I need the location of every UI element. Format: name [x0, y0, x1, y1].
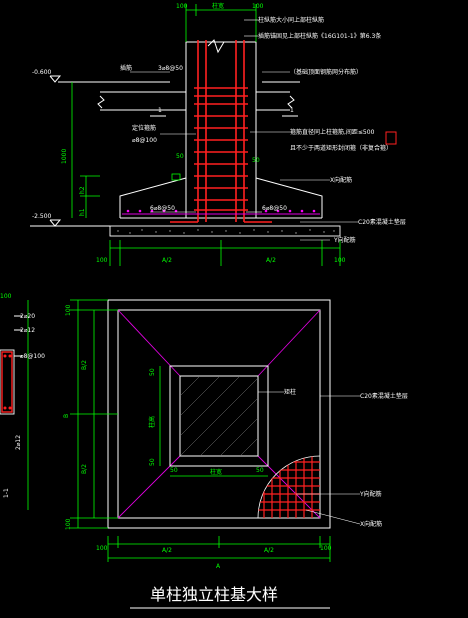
note-6phi8-right: 6⌀8@50	[262, 205, 287, 212]
note-c20-blinding: C20素混凝土垫层	[358, 218, 406, 226]
stirrups	[194, 87, 248, 211]
plan-slope-lines	[117, 309, 321, 519]
note-stirrup-spacing: 箍筋直径同上柱箍筋,间距≤500	[290, 128, 375, 136]
plan-label-x: X向配筋	[360, 520, 382, 528]
dim-sec-a2-left: A/2	[162, 257, 172, 264]
plan-dim-b2-bottom: B/2	[81, 464, 88, 474]
note-distribution-bars: （基础顶面钢筋网分布筋）	[290, 68, 362, 76]
plan-col-dim-50-bottom: 50	[149, 458, 156, 466]
dim-top-100: 100	[176, 3, 188, 10]
beam-label-2phi12: 2⌀12	[20, 327, 35, 334]
plan-footing	[117, 309, 321, 519]
note-y-rebar: Y向配筋	[333, 236, 356, 244]
section-view: 100 柱宽 100 1000 h2 h1 -0.600 -2.500 1 1 …	[30, 2, 406, 266]
positioning-stirrup-box	[171, 173, 181, 181]
plan-leaders	[258, 391, 361, 525]
beam-label-stirrup: ⌀8@100	[20, 353, 45, 360]
beam-stirrup	[1, 351, 13, 413]
note-x-rebar: X向配筋	[330, 176, 352, 184]
elevation-0600: -0.600	[32, 69, 52, 76]
footing-left-slope	[119, 177, 187, 218]
plan-col-dim-50-top: 50	[149, 368, 156, 376]
drawing-title: 单柱独立柱基大样	[150, 585, 278, 604]
plan-dim-100-left: 100	[96, 545, 108, 552]
beam-label-2phi12-side: 2⌀12	[15, 435, 22, 450]
plan-label-y: Y向配筋	[359, 490, 382, 498]
note-dowel: 插筋	[120, 64, 132, 72]
column-break-mark	[207, 39, 225, 54]
dim-50-left: 50	[176, 153, 184, 160]
note-positioning-spacing: ⌀8@100	[132, 137, 157, 144]
beam-bars	[3, 354, 12, 410]
note-closed-stirrups: 且不少于两道矩形封闭箍（非复合箍）	[290, 144, 392, 152]
dim-sec-a2-right: A/2	[266, 257, 276, 264]
note-3phi8: 3⌀8@50	[158, 65, 183, 72]
dim-1000: 1000	[61, 149, 68, 164]
elevation-2500: -2.500	[32, 213, 52, 220]
plan-dim-a: A	[216, 563, 221, 570]
section-mark-1-right: 1	[290, 107, 294, 114]
red-marker-box	[385, 131, 397, 145]
plan-view: 矩柱 C20素混凝土垫层 Y向配筋 X向配筋 B B/2 B/2 100 100…	[63, 299, 408, 570]
dim-top-100-right: 100	[252, 3, 264, 10]
plan-label-column: 矩柱	[284, 388, 296, 396]
beam-section-outline	[0, 349, 15, 415]
break-mark-left	[97, 95, 105, 109]
dim-sec-100-right: 100	[334, 257, 346, 264]
section-mark-1: 1	[158, 107, 162, 114]
blinding-hatch	[117, 229, 335, 234]
plan-label-c20: C20素混凝土垫层	[360, 392, 408, 400]
dim-h2: h2	[79, 186, 86, 194]
plan-col-dim-50-right: 50	[256, 467, 264, 474]
plan-dim-b2-top: B/2	[81, 360, 88, 370]
elevation-marker-2	[49, 219, 62, 227]
plan-dim-100-top: 100	[65, 304, 72, 316]
dim-50-right: 50	[252, 157, 260, 164]
note-dowel-anchorage: 插筋锚固见上部柱纵筋《16G101-1》第6.3条	[258, 32, 381, 40]
c20-blinding-layer	[109, 225, 341, 237]
note-positioning-stirrup: 定位箍筋	[132, 124, 156, 132]
plan-column-outer	[169, 365, 269, 467]
plan-dim-a2-right: A/2	[264, 547, 274, 554]
plan-dim-100-right: 100	[320, 545, 332, 552]
plan-dim-100-bottom: 100	[65, 518, 72, 530]
plan-dim-b: B	[63, 414, 70, 418]
leader-lines	[130, 19, 358, 241]
beam-label-section-1-1: 1-1	[3, 488, 10, 498]
left-partial-section: 100 2⌀20 2⌀12 ⌀8@100 2⌀12 1-1	[0, 293, 45, 510]
plan-col-dim-height: 柱高	[148, 416, 156, 428]
plan-column-hatch	[179, 375, 259, 457]
plan-rebar-grid	[258, 456, 320, 518]
note-column-main-bars: 柱纵筋大小同上部柱纵筋	[258, 16, 324, 24]
footing-mesh-dots	[126, 209, 316, 213]
break-mark-right	[287, 95, 295, 109]
dim-sec-100: 100	[96, 257, 108, 264]
column-rebar	[170, 40, 272, 223]
plan-col-dim-width: 柱宽	[210, 468, 222, 476]
column-outline	[185, 41, 257, 219]
beam-label-2phi20: 2⌀20	[20, 313, 35, 320]
elevation-marker-1	[49, 75, 62, 83]
note-6phi8-left: 6⌀8@50	[150, 205, 175, 212]
plan-dim-a2-left: A/2	[162, 547, 172, 554]
dim-top-column-width: 柱宽	[212, 2, 224, 10]
plan-col-dim-50-left: 50	[170, 467, 178, 474]
footing-right-slope	[255, 177, 323, 218]
beam-dim-100: 100	[0, 293, 12, 300]
dim-h1: h1	[79, 208, 86, 216]
plan-rebar-arc	[257, 455, 321, 519]
